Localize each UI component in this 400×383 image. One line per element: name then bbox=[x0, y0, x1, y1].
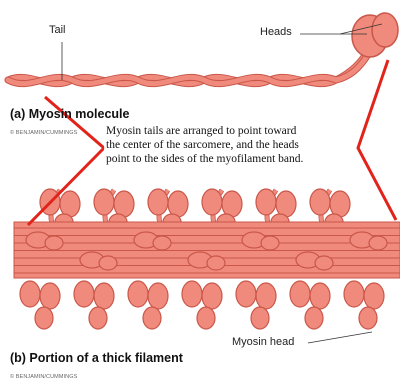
myosin-tail-strand-2-fill bbox=[8, 48, 372, 84]
filament-head bbox=[202, 189, 222, 215]
filament-head bbox=[94, 283, 114, 309]
myosin-head-2 bbox=[372, 13, 398, 47]
filament-head bbox=[276, 191, 296, 217]
filament-head bbox=[261, 236, 279, 250]
filament-head bbox=[60, 191, 80, 217]
filament-head bbox=[182, 281, 202, 307]
myosin-head-leader-line bbox=[308, 332, 372, 343]
filament-head bbox=[20, 281, 40, 307]
filament-head bbox=[128, 281, 148, 307]
part-b-title: (b) Portion of a thick filament bbox=[10, 351, 183, 365]
caption-line-2: the center of the sarcomere, and the hea… bbox=[106, 138, 303, 152]
filament-head bbox=[168, 191, 188, 217]
filament-head bbox=[202, 283, 222, 309]
filament-head bbox=[45, 236, 63, 250]
myosin-molecule bbox=[8, 13, 398, 84]
filament-head bbox=[290, 281, 310, 307]
filament-head bbox=[148, 283, 168, 309]
filament-head bbox=[256, 283, 276, 309]
tail-label: Tail bbox=[49, 24, 66, 36]
filament-head bbox=[197, 307, 215, 329]
lower-head-row bbox=[20, 281, 384, 329]
filament-head bbox=[222, 191, 242, 217]
copyright-b: © BENJAMIN/CUMMINGS bbox=[10, 374, 77, 380]
heads-label: Heads bbox=[260, 26, 292, 38]
filament-head bbox=[256, 189, 276, 215]
filament-head bbox=[344, 281, 364, 307]
filament-head bbox=[153, 236, 171, 250]
thick-filament bbox=[14, 189, 400, 343]
filament-head bbox=[35, 307, 53, 329]
filament-head bbox=[143, 307, 161, 329]
filament-core bbox=[14, 222, 400, 278]
filament-head bbox=[251, 307, 269, 329]
part-a-title: (a) Myosin molecule bbox=[10, 107, 129, 121]
right-pointer-line bbox=[358, 60, 396, 220]
caption-line-3: point to the sides of the myofilament ba… bbox=[106, 152, 303, 166]
filament-head bbox=[40, 283, 60, 309]
filament-head bbox=[148, 189, 168, 215]
filament-head bbox=[359, 307, 377, 329]
filament-head bbox=[330, 191, 350, 217]
filament-head bbox=[74, 281, 94, 307]
filament-head bbox=[207, 256, 225, 270]
filament-head bbox=[89, 307, 107, 329]
filament-head bbox=[310, 283, 330, 309]
filament-head bbox=[369, 236, 387, 250]
caption: Myosin tails are arranged to point towar… bbox=[104, 124, 305, 166]
filament-head bbox=[305, 307, 323, 329]
filament-head bbox=[310, 189, 330, 215]
filament-head bbox=[114, 191, 134, 217]
filament-head bbox=[236, 281, 256, 307]
myosin-head-label: Myosin head bbox=[232, 336, 294, 348]
filament-head bbox=[315, 256, 333, 270]
filament-head bbox=[99, 256, 117, 270]
filament-head bbox=[94, 189, 114, 215]
filament-head bbox=[364, 283, 384, 309]
caption-line-1: Myosin tails are arranged to point towar… bbox=[106, 124, 303, 138]
copyright-a: © BENJAMIN/CUMMINGS bbox=[10, 130, 77, 136]
